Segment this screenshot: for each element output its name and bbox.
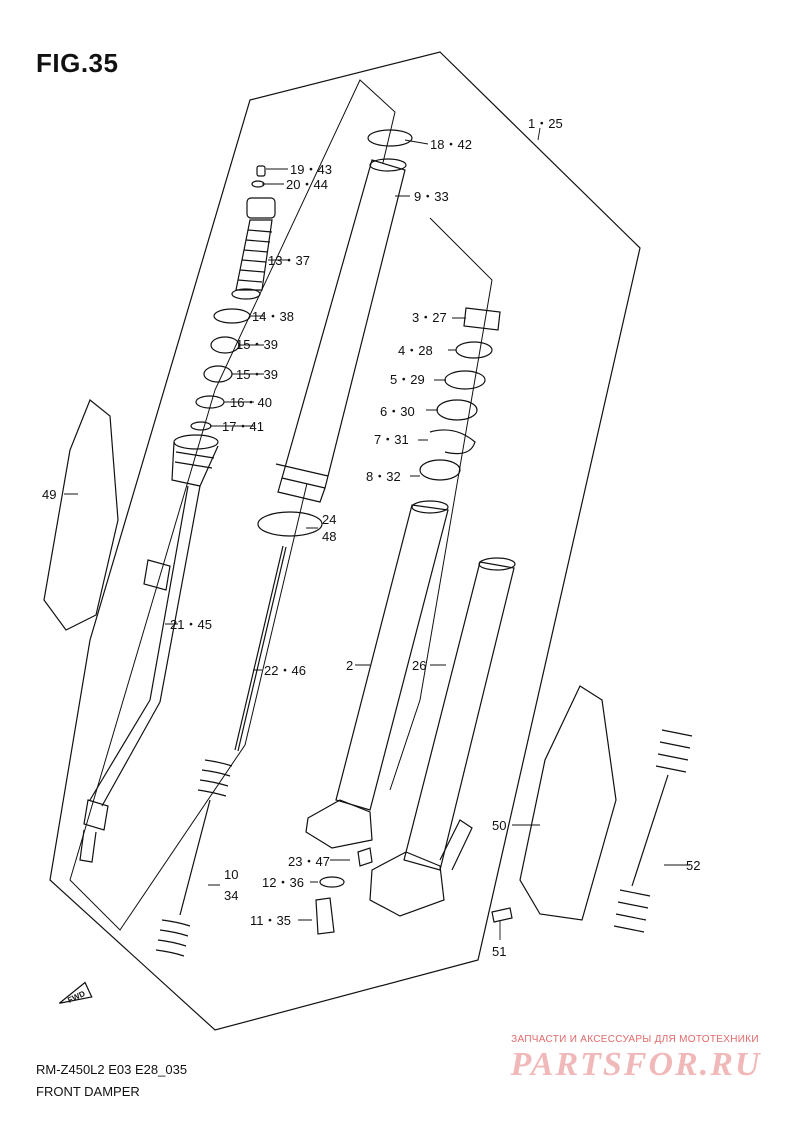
ring-15a [210,336,240,354]
callout-11-35: 11・35 [250,913,291,928]
callout-24: 24 [322,512,336,527]
callout-3-27: 3・27 [412,310,447,325]
callout-17-41: 17・41 [222,419,264,434]
spring-52 [613,729,693,933]
adjuster-11 [315,897,335,935]
callout-48: 48 [322,529,336,544]
cap-assembly-13 [231,197,276,300]
callout-51: 51 [492,944,506,959]
bolt-51 [491,907,513,923]
callout-12-36: 12・36 [262,875,304,890]
fwd-arrow-icon: FWD [59,981,93,1005]
callout-19-43: 19・43 [290,162,332,177]
o-ring-24 [257,511,323,537]
callout-14-38: 14・38 [252,309,294,324]
callout-9-33: 9・33 [414,189,449,204]
bleed-screw-23 [357,847,373,867]
watermark-logo: PARTSFOR.RU [510,1046,762,1083]
diagram-code: RM-Z450L2 E03 E28_035 [36,1062,188,1077]
leaders [64,127,690,940]
callout-2: 2 [346,658,353,673]
callout-8-32: 8・32 [366,469,401,484]
assembly-frame-inner [69,79,396,931]
o-ring-18 [367,129,413,147]
callout-7-31: 7・31 [374,432,409,447]
fwd-label: FWD [66,989,87,1005]
callout-15-39b: 15・39 [236,367,278,382]
callout-52: 52 [686,858,700,873]
bolt-19 [256,165,266,177]
callout-34: 34 [224,888,238,903]
ring-14 [213,308,251,324]
callout-21-45: 21・45 [170,617,212,632]
ring-15b [203,365,233,383]
callout-1-25: 1・25 [528,116,563,131]
rod-22 [234,545,287,752]
damper-rod-21 [79,434,219,863]
bushing-4 [455,341,493,359]
callout-4-28: 4・28 [398,343,433,358]
callout-16-40: 16・40 [230,395,272,410]
circlip-7 [429,429,476,455]
callout-23-47: 23・47 [288,854,330,869]
washer-5 [444,370,486,390]
inner-tube-2 [305,500,449,849]
outer-fork-tube [275,158,407,503]
callout-13-37: 13・37 [268,253,310,268]
callout-50: 50 [492,818,506,833]
assembly-frame-outer-tube [389,217,493,791]
diagram-caption: FRONT DAMPER [36,1084,140,1099]
callout-26: 26 [412,658,426,673]
figure-title: FIG.35 [36,48,119,78]
callout-18-42: 18・42 [430,137,472,152]
watermark-tagline: ЗАПЧАСТИ И АКСЕССУАРЫ ДЛЯ МОТОТЕХНИКИ [511,1034,759,1045]
inner-tube-26 [369,557,516,917]
callout-49: 49 [42,487,56,502]
o-ring-12 [319,876,345,888]
fork-guard-49 [43,399,119,631]
callout-5-29: 5・29 [390,372,425,387]
dust-seal-8 [419,459,461,481]
callout-6-30: 6・30 [380,404,415,419]
oil-seal-6 [436,399,478,421]
spring-10 [155,759,233,957]
fork-guard-50 [519,685,617,921]
callout-15-39a: 15・39 [236,337,278,352]
bushing-3 [463,307,501,331]
callout-20-44: 20・44 [286,177,328,192]
assembly-frame-outer [49,51,641,1031]
ring-17 [190,421,212,431]
callout-10: 10 [224,867,238,882]
callout-22-46: 22・46 [264,663,306,678]
